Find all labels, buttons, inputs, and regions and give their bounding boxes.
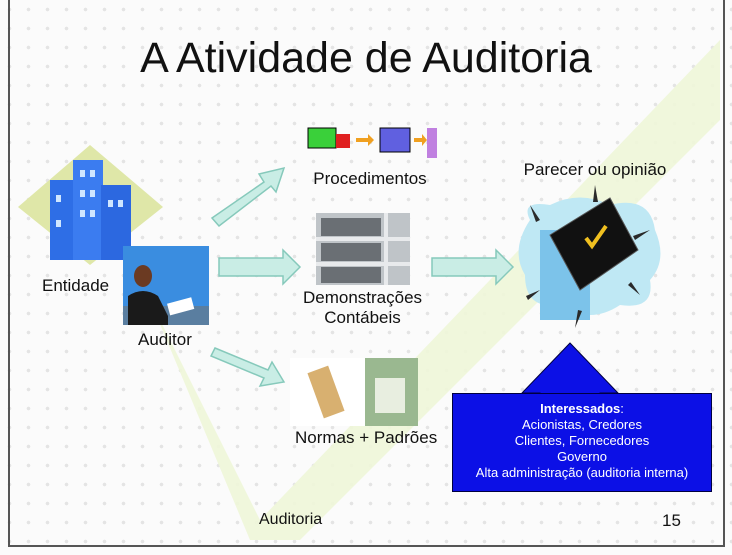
stakeholders-heading: Interessados [540, 401, 621, 416]
auditor-icon [123, 246, 209, 325]
arrow-to-norms [209, 347, 286, 387]
procedures-icon [307, 127, 437, 158]
norms-scroll-and-documents-icon [290, 358, 418, 426]
statements-label-line2: Contábeis [324, 308, 401, 327]
arrow-to-statements [218, 248, 302, 286]
opinion-label: Parecer ou opinião [523, 160, 667, 179]
stakeholders-colon: : [620, 401, 624, 416]
arrow-to-procedures [210, 166, 286, 228]
stakeholder-line: Clientes, Fornecedores [514, 433, 650, 448]
stakeholders-up-arrow [520, 342, 620, 397]
stakeholder-line: Acionistas, Credores [522, 417, 642, 432]
entity-building-icon [18, 145, 163, 265]
procedures-label: Procedimentos [313, 169, 427, 188]
arrow-to-opinion [431, 248, 515, 286]
page-number: 15 [662, 511, 681, 530]
statements-label-line1: Demonstrações [302, 288, 423, 307]
financial-statements-binders-icon [316, 213, 410, 285]
auditor-label: Auditor [138, 330, 192, 349]
slide-frame [8, 0, 725, 547]
stakeholder-line: Alta administração (auditoria interna) [475, 465, 689, 480]
footer-text: Auditoria [259, 511, 323, 528]
stakeholders-box: Interessados: Acionistas, Credores Clien… [452, 393, 712, 492]
entity-label: Entidade [42, 276, 110, 295]
norms-label: Normas + Padrões [295, 428, 438, 447]
stakeholder-line: Governo [557, 449, 607, 464]
statements-label: Demonstrações Contábeis [290, 288, 435, 328]
opinion-report-icon [518, 185, 661, 328]
slide-title: A Atividade de Auditoria [140, 34, 592, 82]
